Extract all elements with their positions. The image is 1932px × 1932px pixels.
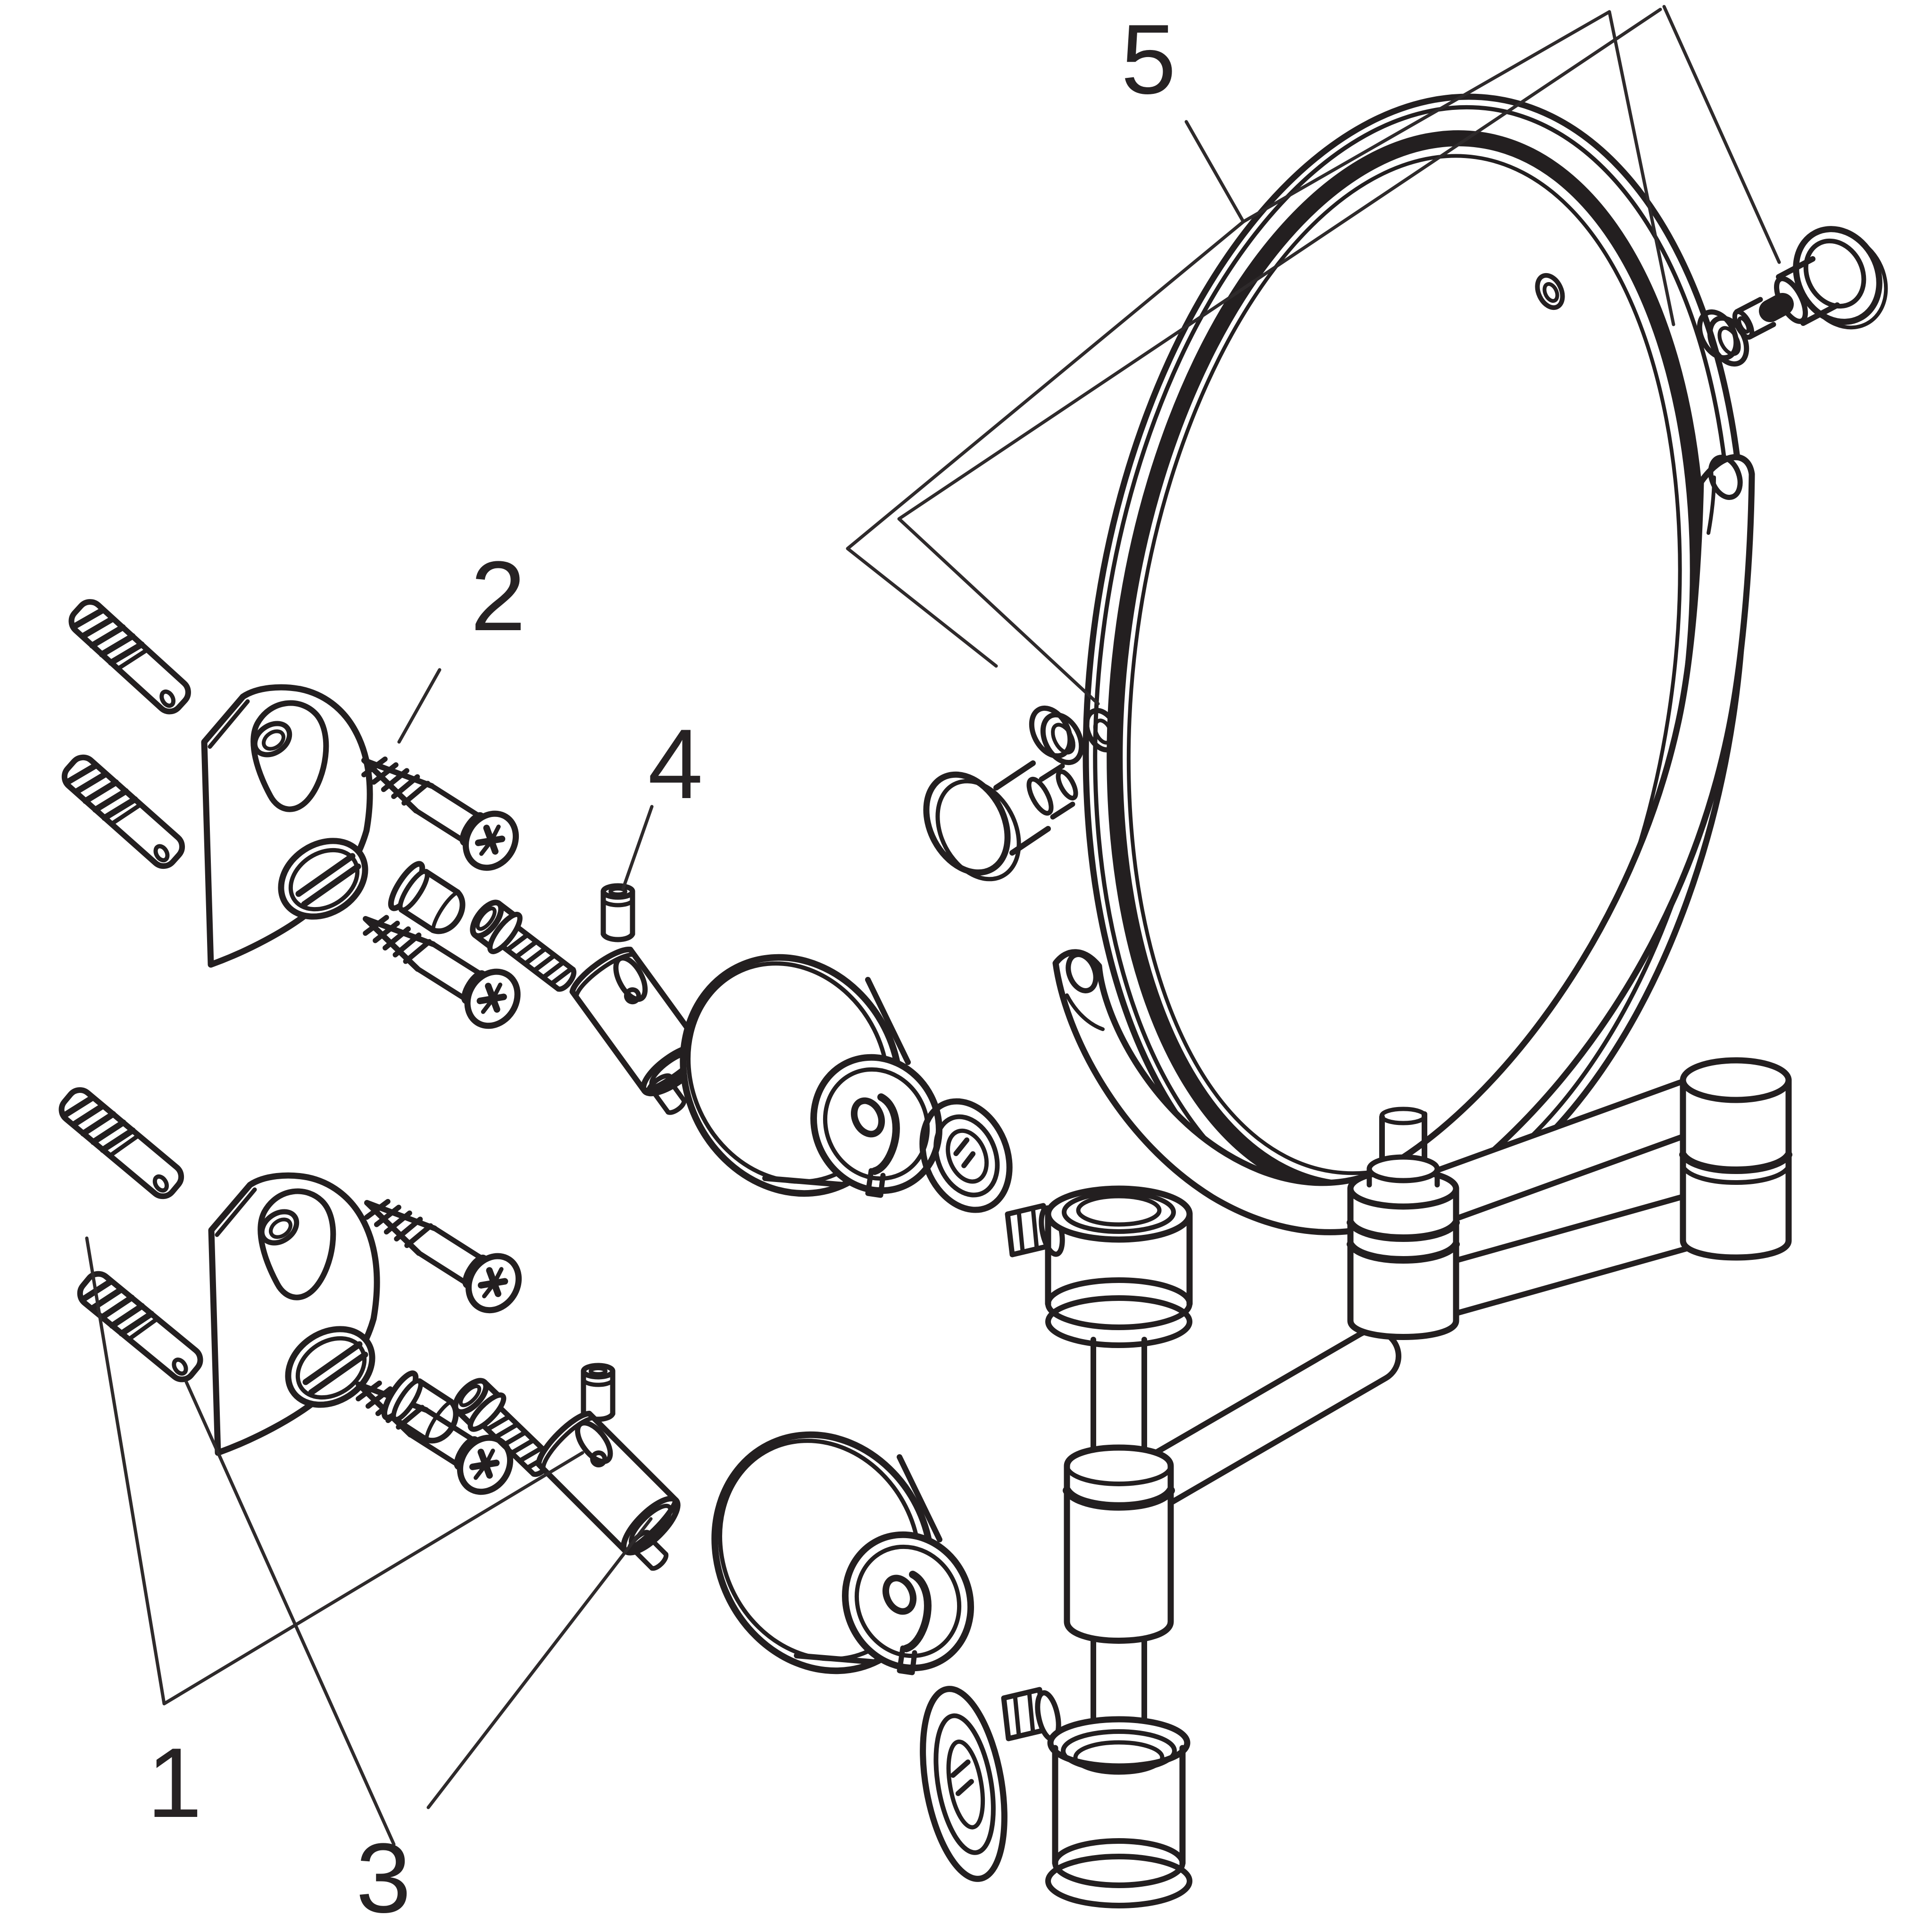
part-label-3: 3: [356, 1823, 411, 1932]
leader-line-3: [426, 1517, 653, 1809]
adapter-coupling: [533, 1408, 700, 1575]
leader-line-5: [1241, 10, 1611, 224]
part-labels: 1 2 3 4 5: [147, 4, 1176, 1932]
leader-line-5: [846, 220, 1245, 668]
mirror-grommet-right: [1535, 273, 1565, 310]
leader-line-3: [184, 1380, 396, 1846]
articulated-arm: [1001, 1057, 1792, 1908]
escutcheon-lower: [675, 1397, 994, 1708]
wall-anchor: [67, 597, 193, 716]
escutcheon-upper: [643, 920, 962, 1231]
leader-line-5: [1662, 5, 1781, 264]
mirror-grommet-left: [1084, 708, 1120, 753]
fork-holder-joint: [1347, 1154, 1460, 1340]
pivot-bolt-right: [1697, 226, 1888, 367]
part-label-2: 2: [471, 541, 526, 651]
trim-ring-upper: [919, 1098, 1013, 1213]
hex-bolt-bottom: [1001, 1687, 1061, 1742]
pivot-washer-left: [1029, 705, 1084, 766]
leader-line-1: [85, 1236, 584, 1706]
leader-line-2: [397, 668, 441, 744]
mirror-fork: [1052, 454, 1755, 1235]
part-label-4: 4: [648, 708, 703, 819]
part-label-1: 1: [147, 1727, 202, 1838]
leader-line-5: [897, 8, 1662, 706]
wall-anchor: [59, 752, 187, 871]
leader-line-5: [1607, 10, 1675, 326]
wood-screws: [343, 736, 529, 1501]
part-label-5: 5: [1121, 4, 1176, 115]
leader-line-4: [621, 805, 654, 891]
pivot-washer-right: [1697, 309, 1749, 367]
swivel-post: [1001, 1185, 1193, 1908]
wall-anchor: [57, 1085, 186, 1201]
arm-elbow-joint: [1679, 1057, 1792, 1261]
leader-lines: [85, 5, 1781, 1846]
grub-pin: [603, 886, 633, 940]
leader-line-5: [1184, 120, 1245, 224]
wall-anchors: [57, 597, 205, 1384]
wall-bracket-upper: [204, 687, 379, 965]
wood-screw: [343, 1360, 520, 1501]
trim-ring-lower: [920, 1686, 1008, 1882]
wood-screw: [349, 736, 526, 877]
wall-bracket-lower: [211, 1175, 386, 1453]
pivot-knob-left: [923, 705, 1084, 882]
